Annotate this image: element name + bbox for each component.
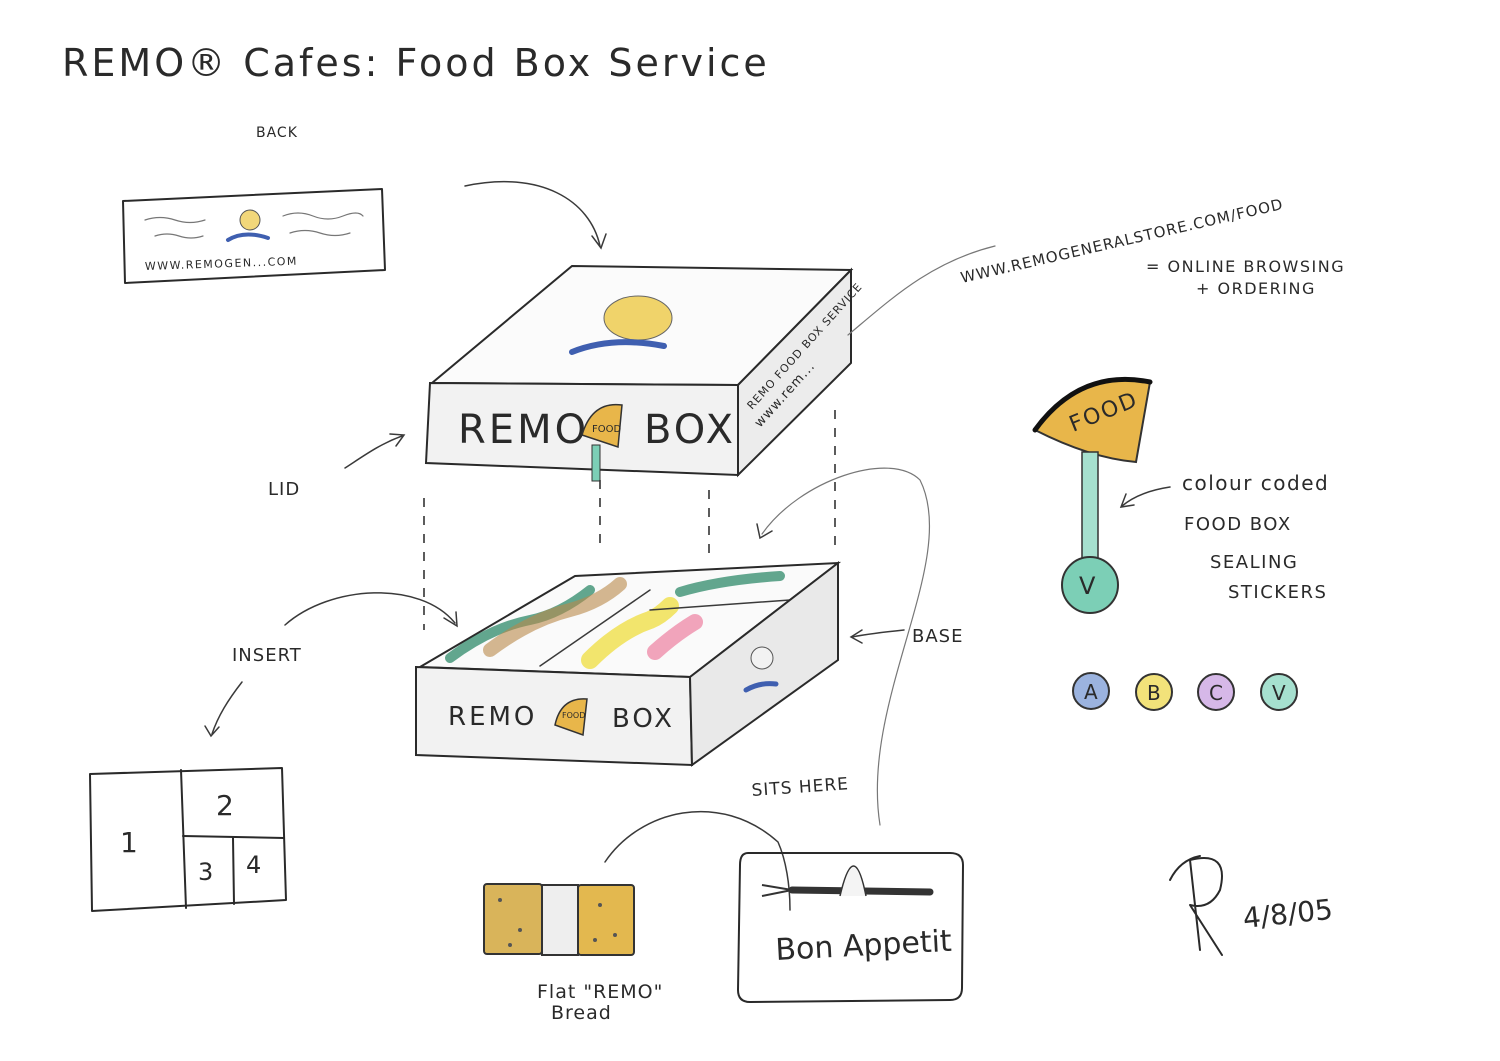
colour-circle-a-letter: A xyxy=(1084,680,1098,704)
sticker-tip-letter: V xyxy=(1079,572,1096,600)
sticker-arrow-head xyxy=(1119,493,1135,508)
insert-down-arrow xyxy=(211,681,243,735)
colour-label-2: FOOD BOX xyxy=(1184,514,1292,535)
colour-label-3: SEALING xyxy=(1210,552,1298,573)
lid-sticker-icon: FOOD xyxy=(581,403,623,482)
base-remo-text: REMO xyxy=(448,702,537,732)
card-to-lid-arrow-head xyxy=(591,233,607,250)
back-label: BACK xyxy=(256,125,298,141)
colour-circle-a: A xyxy=(1072,672,1110,710)
lid-top-logo-icon xyxy=(569,295,673,355)
bon-appetit-text: Bon Appetit xyxy=(775,924,953,968)
online-label-1: = ONLINE BROWSING xyxy=(1146,257,1345,276)
online-label-2: + ORDERING xyxy=(1196,279,1316,298)
insert-arrow xyxy=(284,592,456,626)
insert-down-arrow-head xyxy=(204,725,220,738)
base-label: BASE xyxy=(912,626,963,647)
base-side-logo-icon xyxy=(743,646,779,693)
base-arrow xyxy=(851,629,905,638)
insert-label: INSERT xyxy=(232,645,302,666)
card-logo-icon xyxy=(226,209,270,242)
insert-cell-1: 1 xyxy=(120,826,138,859)
base-sticker-icon: FOOD xyxy=(554,698,588,737)
bon-appetit-card: Bon Appetit xyxy=(737,852,964,1003)
colour-circle-v: V xyxy=(1260,673,1298,711)
insert-cell-2: 2 xyxy=(216,789,234,822)
sits-here-arrow xyxy=(604,810,791,911)
insert-cell-4: 4 xyxy=(246,851,261,879)
colour-circle-b-letter: B xyxy=(1147,681,1161,705)
sits-here-label: SITS HERE xyxy=(751,774,850,801)
url-leader-line xyxy=(847,245,996,336)
colour-circle-b: B xyxy=(1135,673,1173,711)
colour-circles: A B C V xyxy=(1072,672,1298,711)
signature xyxy=(1169,855,1223,956)
back-card: WWW.REMOGEN...COM xyxy=(122,188,386,284)
base: REMO BOX FOOD xyxy=(415,560,842,767)
base-box-text: BOX xyxy=(612,704,675,734)
lid-box-text: BOX xyxy=(644,407,736,453)
bon-appetit-to-box-line xyxy=(761,467,931,826)
base-arrow-head xyxy=(849,629,863,644)
bon-appetit-to-box-arrow-head xyxy=(756,523,773,540)
lid-arrow xyxy=(344,435,403,469)
sketch-date: 4/8/05 xyxy=(1241,893,1334,935)
bread-label-1: Flat "REMO" xyxy=(537,981,663,1003)
flat-bread-illustration xyxy=(483,883,635,956)
sketch-title: REMO® Cafes: Food Box Service xyxy=(62,41,770,85)
lid-remo-text: REMO xyxy=(458,407,589,453)
sticker-arrow xyxy=(1121,486,1171,507)
knife-fork-icon xyxy=(761,865,934,897)
lid: REMO BOX FOOD REMO FOOD BOX SERVICE www.… xyxy=(424,264,865,482)
lid-label: LID xyxy=(268,479,300,500)
insert-layout-diagram: 1 2 3 4 xyxy=(89,767,287,912)
colour-coded-sticker: FOOD V xyxy=(1032,376,1153,614)
colour-label-1: colour coded xyxy=(1182,471,1329,495)
insert-cell-3: 3 xyxy=(198,858,213,886)
lid-sticker-word: FOOD xyxy=(592,424,621,435)
base-sticker-word: FOOD xyxy=(562,711,585,720)
insert-arrow-head xyxy=(443,611,458,628)
colour-circle-v-letter: V xyxy=(1272,681,1286,705)
card-url: WWW.REMOGEN...COM xyxy=(145,255,299,273)
lid-arrow-head xyxy=(389,433,406,447)
card-to-lid-arrow xyxy=(464,181,601,247)
bread-label-2: Bread xyxy=(551,1002,612,1024)
colour-label-4: STICKERS xyxy=(1228,582,1327,603)
colour-circle-c-letter: C xyxy=(1209,681,1223,705)
colour-circle-c: C xyxy=(1197,673,1235,711)
